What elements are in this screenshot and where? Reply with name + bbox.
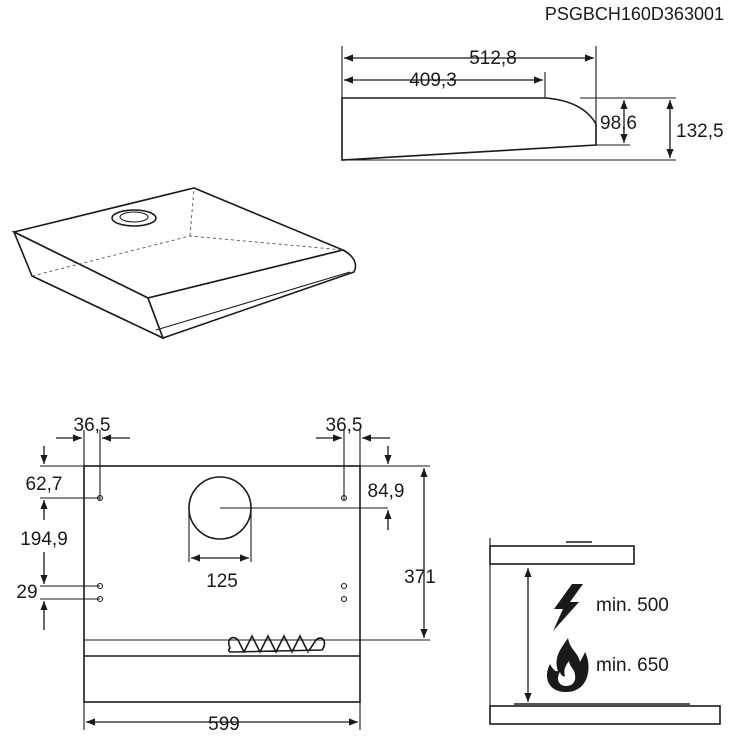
hob-slab <box>489 705 721 725</box>
side-view: 512,8 409,3 98,6 132,5 <box>341 46 724 161</box>
front-view: 36,5 36,5 125 62,7 <box>16 415 435 735</box>
gas-min-label: min. 650 <box>596 655 669 676</box>
hood-slab <box>489 545 635 565</box>
lightning-icon <box>553 584 583 631</box>
mounting-hole <box>340 582 348 590</box>
left-hole-offset-label: 36,5 <box>74 415 111 436</box>
hood-front-face <box>146 249 357 340</box>
upper-to-lower-holes-label: 194,9 <box>20 529 68 550</box>
depth-front-label: 409,3 <box>409 70 457 91</box>
hood-side-profile <box>341 97 597 161</box>
isometric-view <box>11 187 357 340</box>
height-total-label: 132,5 <box>676 121 724 142</box>
depth-total-label: 512,8 <box>469 48 517 69</box>
lower-hole-spacing-label: 29 <box>16 582 37 603</box>
hood-bottom-outline <box>83 465 361 703</box>
height-front-label: 98,6 <box>600 113 637 134</box>
product-code: PSGBCH160D363001 <box>545 4 724 24</box>
height-label: 371 <box>404 567 436 588</box>
grease-filter <box>227 634 326 654</box>
top-to-outlet-center-label: 84,9 <box>368 481 405 502</box>
right-hole-offset-label: 36,5 <box>326 415 363 436</box>
top-to-upper-hole-label: 62,7 <box>26 474 63 495</box>
width-label: 599 <box>208 714 240 735</box>
electric-min-label: min. 500 <box>596 595 669 616</box>
outlet-diameter-label: 125 <box>206 571 238 592</box>
mounting-hole <box>340 595 348 603</box>
installation-view: min. 500 min. 650 <box>489 538 721 725</box>
mounting-hole <box>340 494 348 502</box>
